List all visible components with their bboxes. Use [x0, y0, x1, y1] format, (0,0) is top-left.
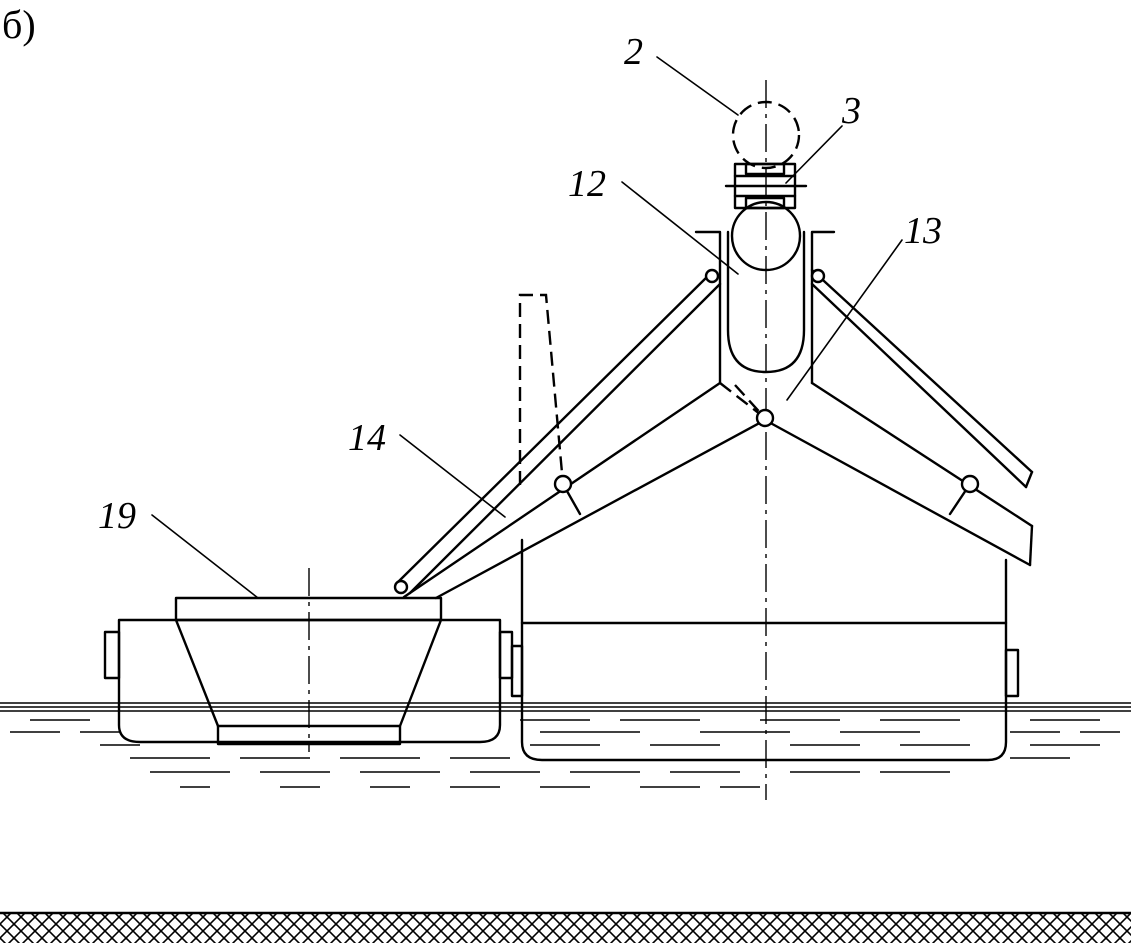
water-surface	[0, 702, 1131, 712]
leader-lines	[151, 56, 903, 599]
callout-3: 3	[841, 90, 861, 132]
callout-14: 14	[348, 417, 386, 459]
callout-2: 2	[624, 31, 643, 73]
dredger-hull	[510, 538, 1020, 762]
callout-19: 19	[98, 495, 136, 537]
seabed	[0, 911, 1131, 943]
water-body-dashes	[10, 719, 1120, 788]
bucket-housing	[694, 200, 836, 385]
hinge-pins	[393, 268, 980, 595]
callout-13: 13	[904, 210, 942, 252]
hopper-barge	[103, 568, 514, 752]
boom-structure	[394, 268, 1034, 600]
figure-tag: б)	[2, 2, 36, 47]
callout-12: 12	[568, 163, 606, 205]
